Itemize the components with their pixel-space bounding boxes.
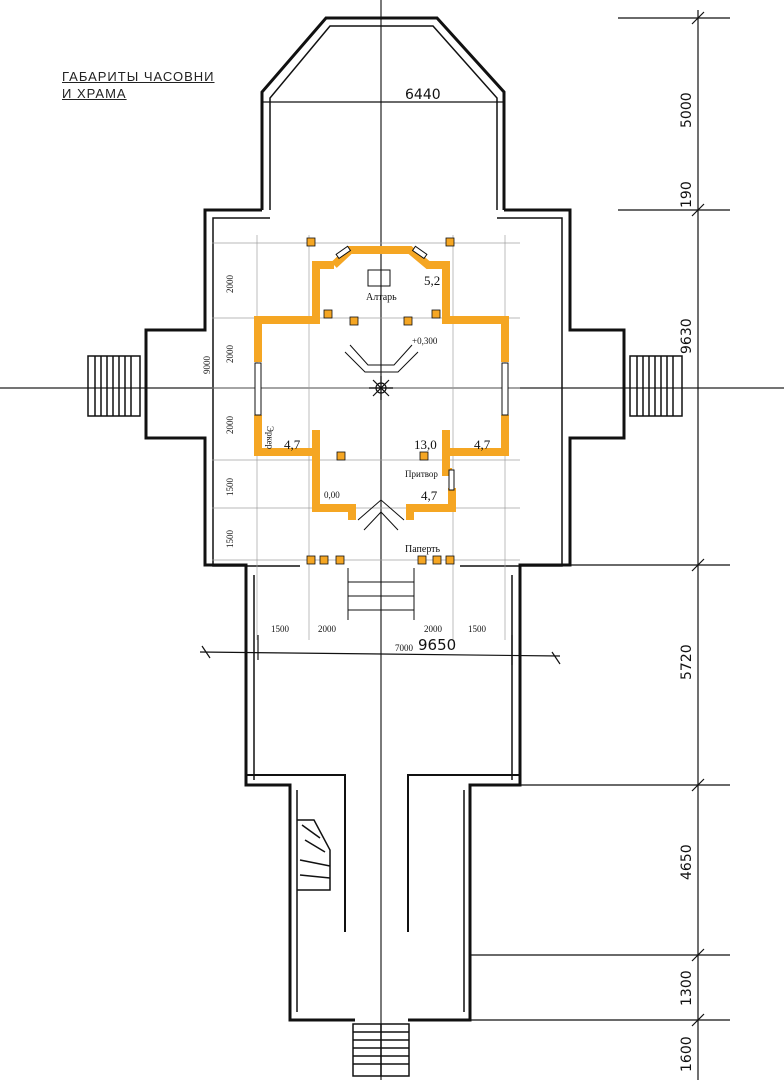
temple-outer-wall [144, 208, 626, 1022]
dim-right-4: 4650 [679, 844, 695, 880]
dim-left-4: 1500 [225, 530, 235, 549]
dim-left-total: 9000 [202, 356, 212, 375]
cross-symbol [369, 376, 393, 400]
dim-inner-2: 2000 [424, 624, 443, 634]
room-altar-area: 5,2 [424, 273, 440, 288]
chapel-walls [254, 246, 509, 520]
chapel-details [306, 237, 455, 565]
dim-right-3: 5720 [679, 644, 695, 680]
title-line-2: И ХРАМА [62, 86, 127, 101]
dim-apse-width: 6440 [405, 87, 441, 103]
chapel-interior [344, 269, 419, 620]
dim-inner-total: 7000 [395, 643, 414, 653]
room-altar-label: Алтарь [366, 292, 397, 303]
bottom-dimension-line [199, 635, 561, 665]
interior-stair [297, 819, 331, 891]
bottom-steps [352, 1023, 410, 1077]
drawing-title: ГАБАРИТЫ ЧАСОВНИ И ХРАМА [62, 68, 215, 102]
title-line-1: ГАБАРИТЫ ЧАСОВНИ [62, 69, 215, 84]
dim-right-5: 1300 [679, 970, 695, 1006]
room-pritvor-area: 4,7 [421, 488, 438, 503]
dim-inner-0: 1500 [271, 624, 290, 634]
dim-inner-1: 2000 [318, 624, 337, 634]
dim-right-2: 9630 [679, 318, 695, 354]
level-bottom: 0,00 [324, 490, 340, 500]
dim-left-0: 2000 [225, 275, 235, 294]
room-pritvor-label: Притвор [405, 469, 438, 479]
room-paperte-label: Паперть [405, 544, 441, 555]
level-top: +0,300 [412, 336, 438, 346]
dim-bottom-total: 9650 [418, 636, 456, 654]
dim-left-3: 1500 [225, 478, 235, 497]
dim-right-6: 1600 [679, 1036, 695, 1072]
right-steps [629, 355, 683, 417]
dim-left-1: 2000 [225, 345, 235, 364]
apse-outline [260, 16, 506, 210]
dim-left-2: 2000 [225, 416, 235, 435]
room-right-upper-area: 4,7 [474, 437, 491, 452]
room-erker-label: Эркер [265, 426, 275, 450]
room-erker-area: 4,7 [284, 437, 301, 452]
chapel-windows [254, 245, 509, 491]
dim-right-0: 5000 [679, 92, 695, 128]
right-dimension-line [470, 10, 730, 1080]
left-steps [87, 355, 141, 417]
dim-right-1: 190 [679, 181, 695, 208]
dim-inner-3: 1500 [468, 624, 487, 634]
room-main-area: 13,0 [414, 437, 437, 452]
